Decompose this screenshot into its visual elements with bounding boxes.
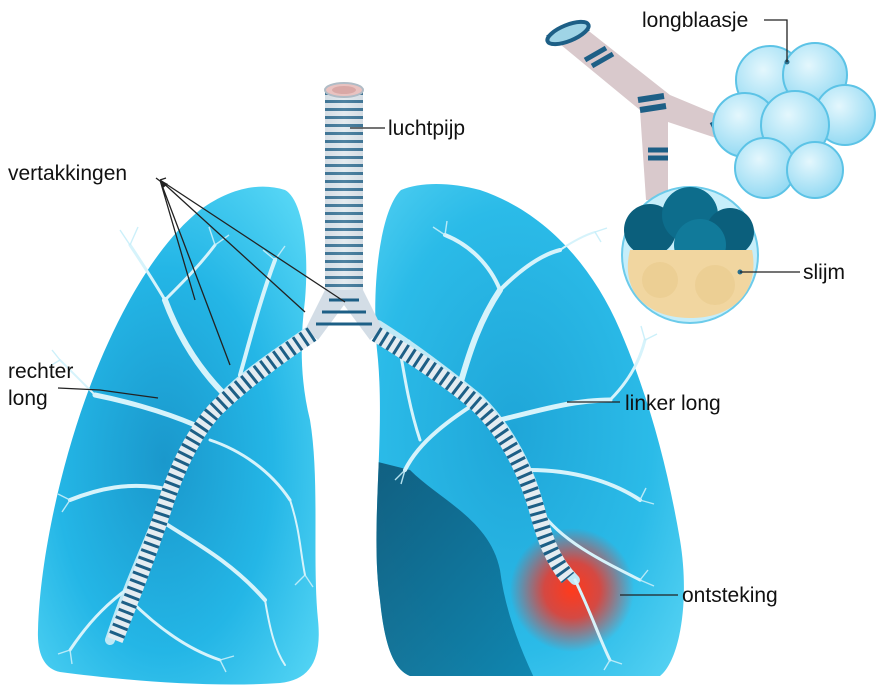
label-inflammation: ontsteking [682,584,778,607]
label-branches: vertakkingen [8,162,127,185]
label-trachea: luchtpijp [388,117,465,140]
inflammation-spot [510,528,634,652]
alveolus-cluster [713,43,875,198]
mucus-alveolus [622,187,758,323]
label-alveolus: longblaasje [642,9,748,32]
label-right-lung-1: rechter [8,360,73,383]
label-left-lung: linker long [625,392,721,415]
label-right-lung-2: long [8,387,48,410]
inset-airway [545,17,730,200]
label-mucus: slijm [803,261,845,284]
